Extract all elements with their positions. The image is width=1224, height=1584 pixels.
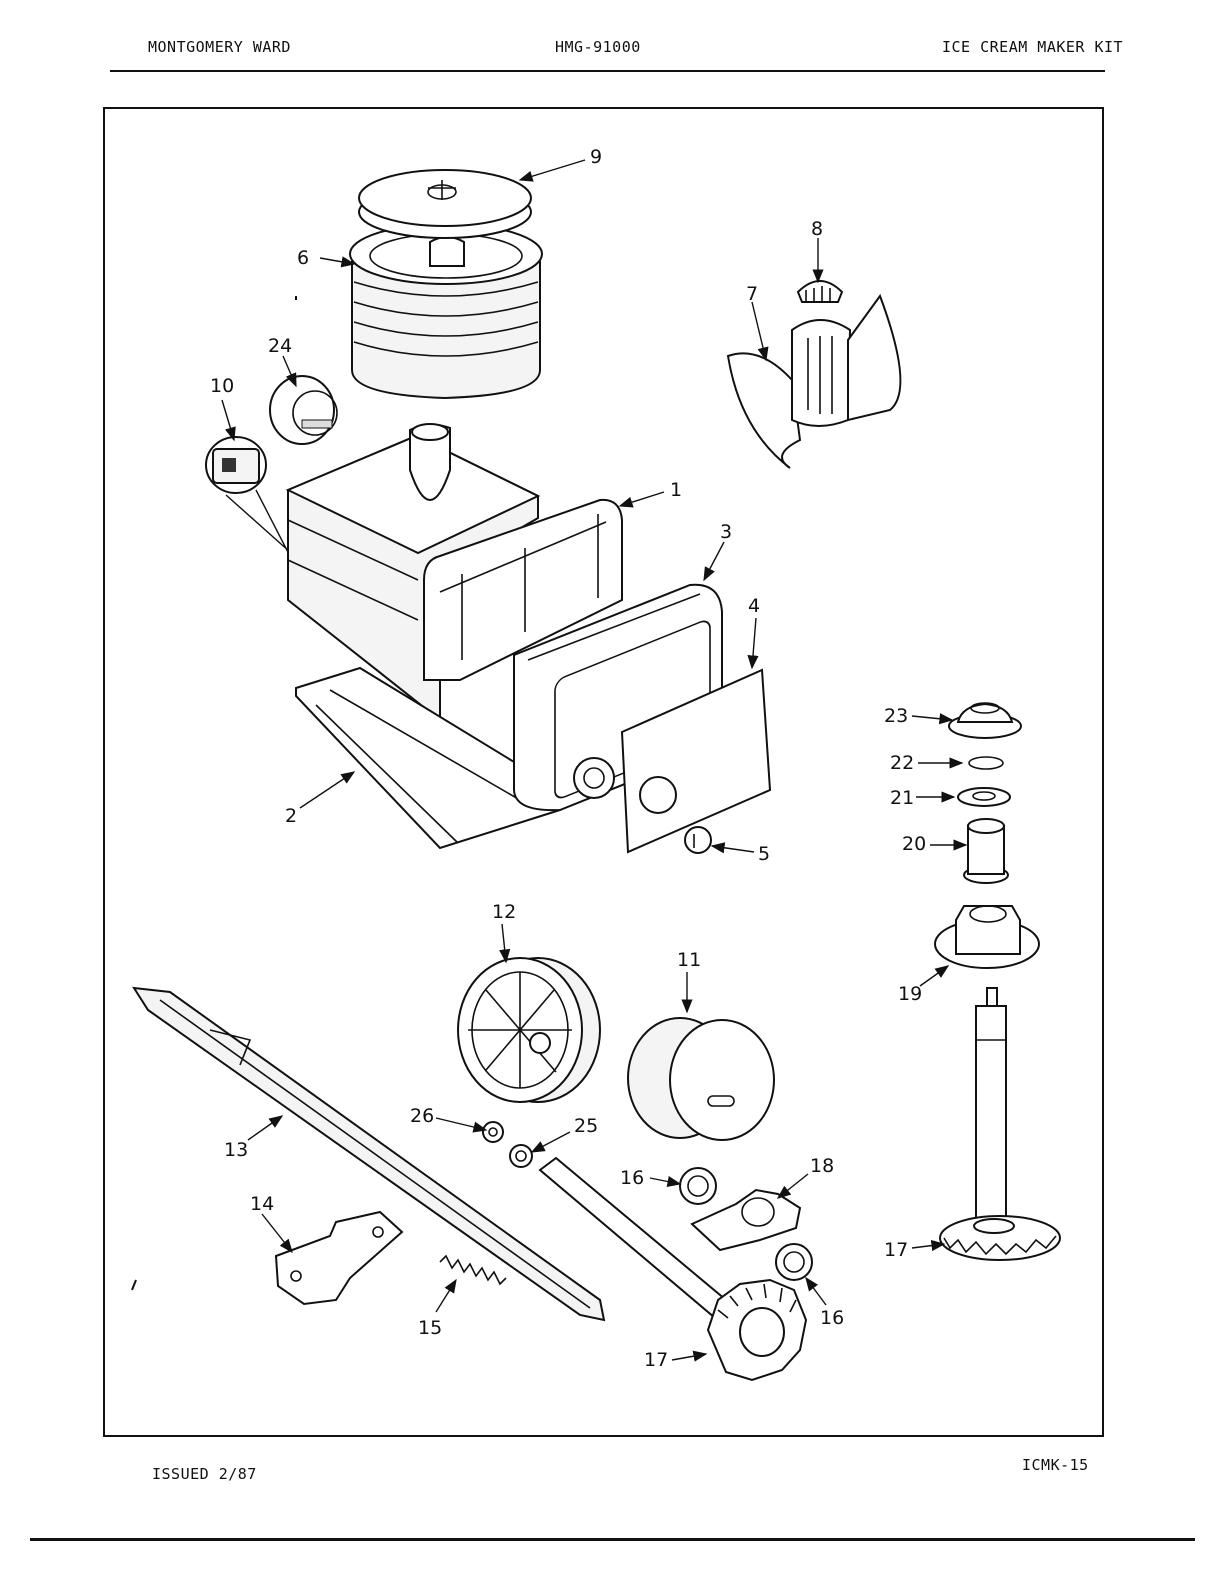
knob-part: [269, 375, 338, 445]
callout-8: 8: [811, 218, 823, 240]
callout-12: 12: [492, 901, 516, 923]
bearing-bracket-part: [690, 1188, 802, 1252]
callout-labels: 9 6 8 7 24 10 1 3 4 5 2 12 11 13 26 25 1…: [210, 146, 926, 1371]
callout-18: 18: [810, 1155, 834, 1177]
callout-14: 14: [250, 1193, 274, 1215]
callout-26: 26: [410, 1105, 434, 1127]
sleeve-bearing-part: [963, 818, 1009, 884]
nut-part: [482, 1121, 504, 1143]
drive-wheel-part: [457, 957, 601, 1103]
cap-part: [948, 702, 1022, 739]
callout-25: 25: [574, 1115, 598, 1137]
footer-issued: ISSUED 2/87: [152, 1465, 257, 1483]
callout-16-a: 16: [620, 1167, 644, 1189]
bevel-gear-part: [706, 1278, 808, 1382]
callout-17-b: 17: [884, 1239, 908, 1261]
drum-part: [627, 1017, 775, 1141]
callout-2: 2: [285, 805, 297, 827]
spring-part: [439, 1254, 507, 1286]
washer-small-part: [509, 1144, 533, 1168]
leader-lines: [221, 159, 968, 1362]
callout-10: 10: [210, 375, 234, 397]
gear-shaft-part: [939, 987, 1061, 1261]
small-knob-part: [684, 826, 712, 854]
callout-21: 21: [890, 787, 914, 809]
callout-22: 22: [890, 752, 914, 774]
dasher-cap-part: [796, 280, 844, 303]
bucket-part: [349, 223, 543, 400]
long-bracket-part: [131, 986, 606, 1322]
washer-large-part: [957, 787, 1011, 807]
callout-23: 23: [884, 705, 908, 727]
footer-page-code: ICMK-15: [1022, 1456, 1089, 1474]
diagram-frame: [103, 107, 1104, 1437]
callout-7: 7: [746, 283, 758, 305]
callout-5: 5: [758, 843, 770, 865]
callout-16-b: 16: [820, 1307, 844, 1329]
header-rule: [110, 70, 1105, 72]
retaining-ring-part: [968, 756, 1004, 770]
callout-9: 9: [590, 146, 602, 168]
callout-4: 4: [748, 595, 760, 617]
callout-24: 24: [268, 335, 292, 357]
callout-19: 19: [898, 983, 922, 1005]
lid-part: [358, 169, 532, 239]
callout-11: 11: [677, 949, 701, 971]
callout-20: 20: [902, 833, 926, 855]
switch-part: [205, 436, 293, 561]
callout-6: 6: [297, 247, 309, 269]
callout-13: 13: [224, 1139, 248, 1161]
base-housing-part: [285, 296, 623, 723]
callout-1: 1: [670, 479, 682, 501]
callout-17-a: 17: [644, 1349, 668, 1371]
header-model: HMG-91000: [555, 38, 641, 56]
clip-part: [274, 1210, 404, 1306]
bushing-a-part: [679, 1167, 717, 1205]
header-brand: MONTGOMERY WARD: [148, 38, 291, 56]
callout-3: 3: [720, 521, 732, 543]
footer-rule: [30, 1538, 1195, 1541]
callout-15: 15: [418, 1317, 442, 1339]
header-title: ICE CREAM MAKER KIT: [942, 38, 1124, 56]
panel-part: [620, 668, 772, 854]
dasher-part: [726, 293, 902, 469]
bushing-b-part: [775, 1243, 813, 1281]
hub-part: [934, 905, 1040, 969]
